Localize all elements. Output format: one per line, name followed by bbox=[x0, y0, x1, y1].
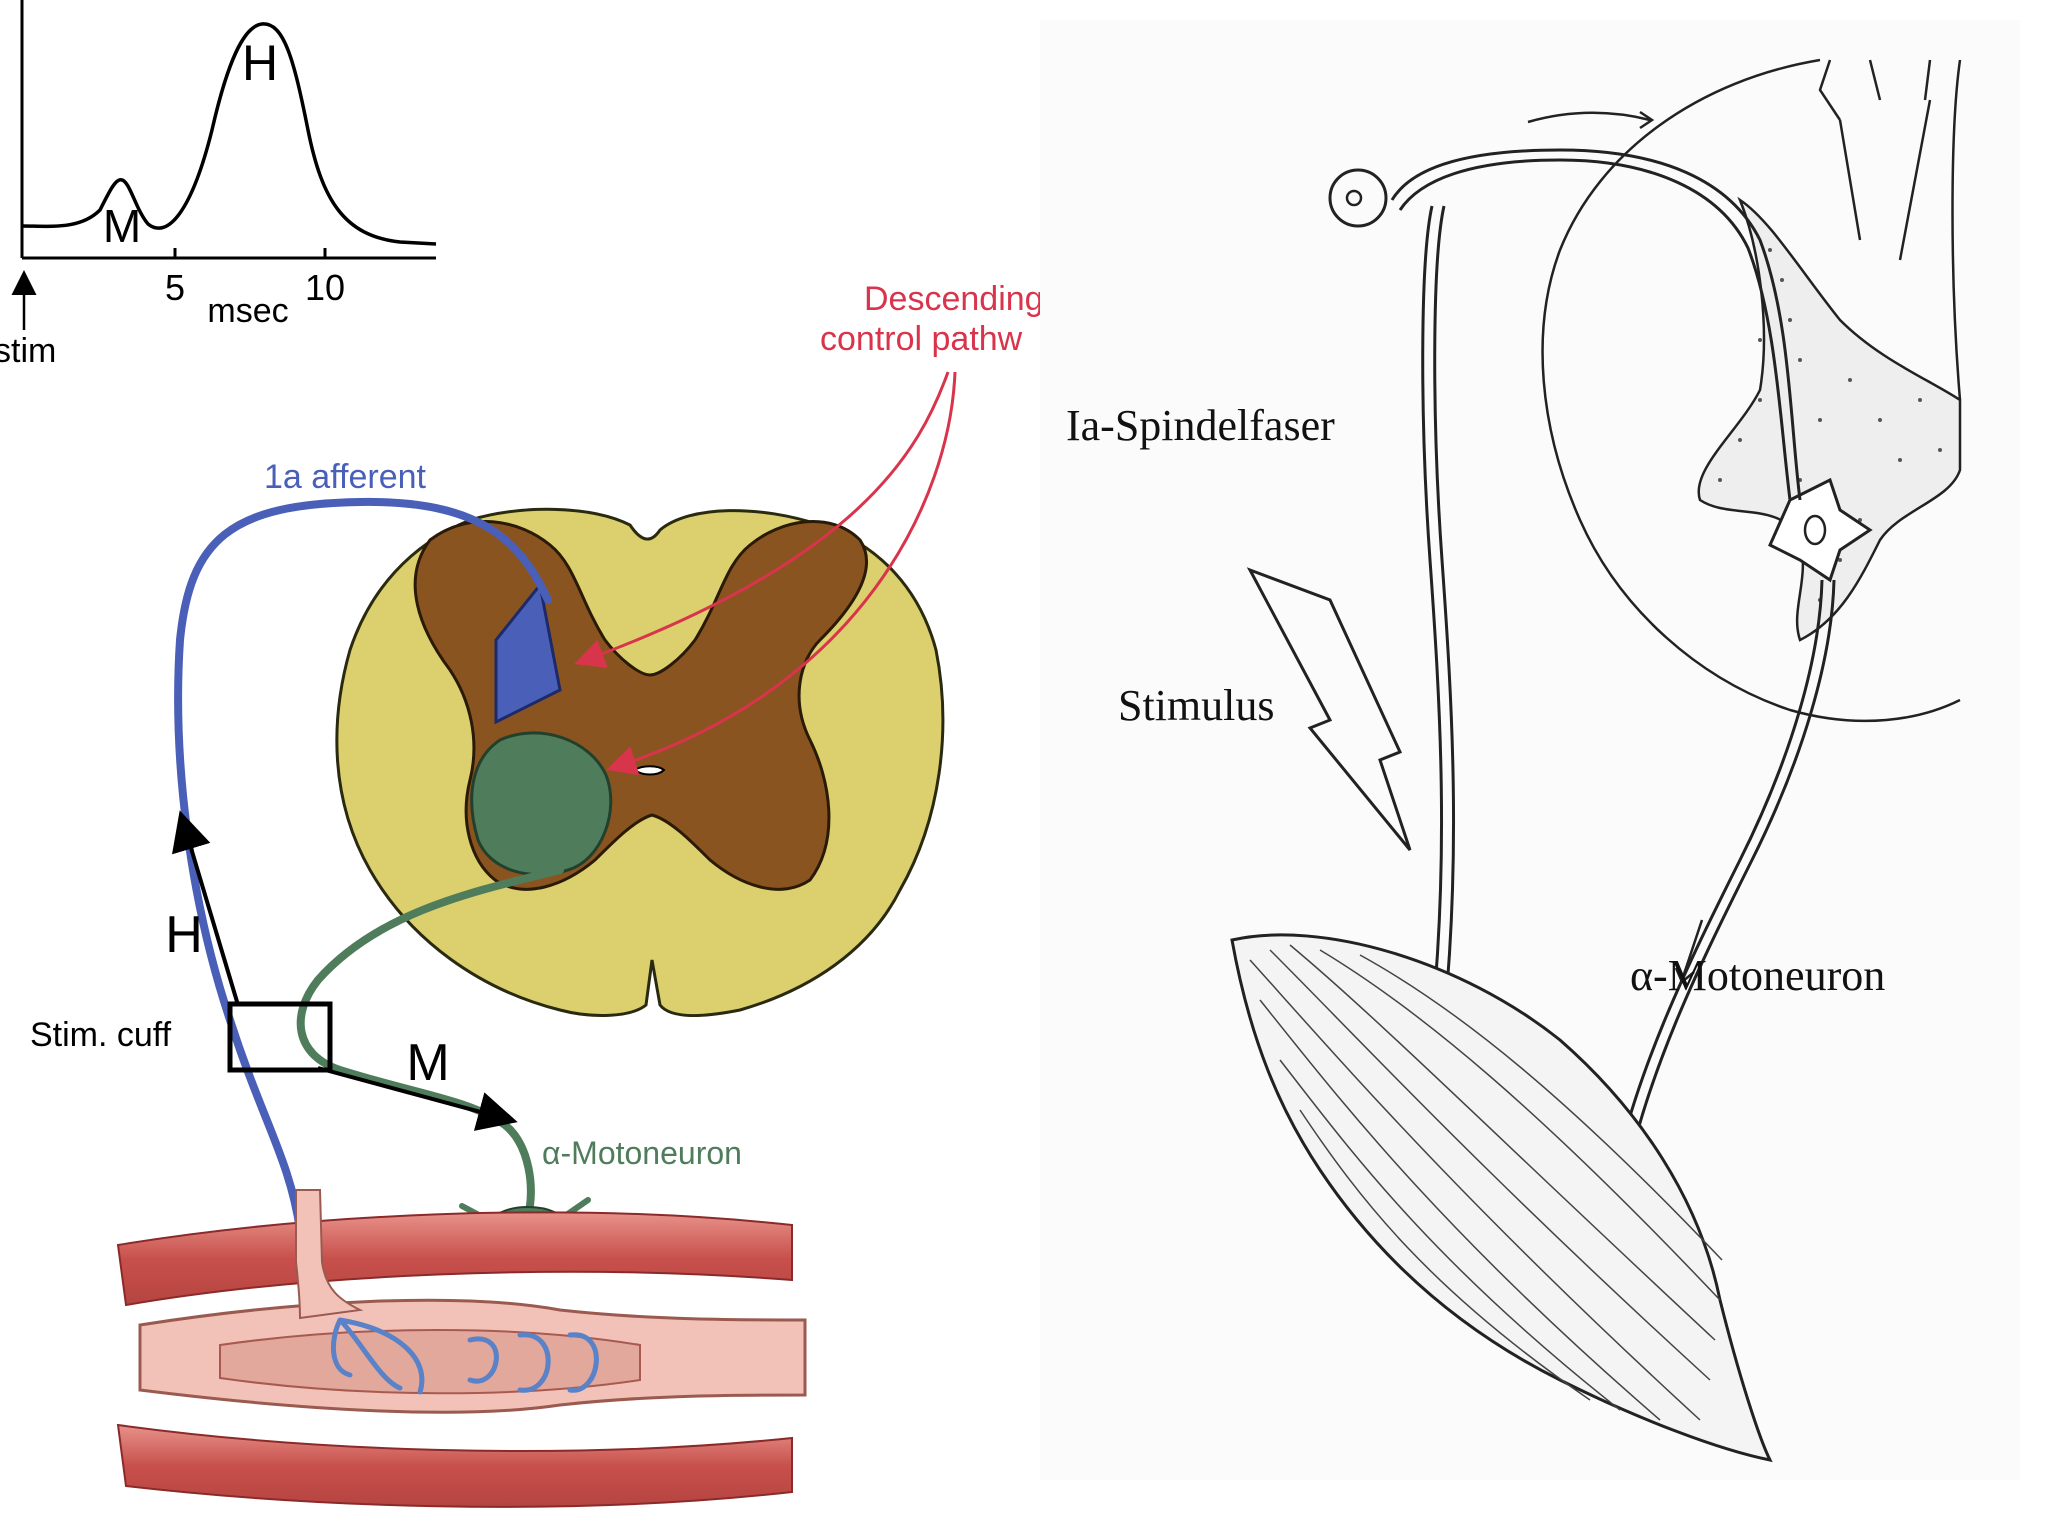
stim-cuff: Stim. cuff bbox=[30, 1001, 333, 1073]
ia-afferent-fiber bbox=[1390, 148, 1802, 501]
right-drawing-labels: Ia-Spindelfaser Stimulus α-Motoneuron bbox=[1066, 401, 1885, 1000]
afferent-label: 1a afferent bbox=[264, 458, 427, 496]
descending-arrow-1 bbox=[574, 371, 950, 668]
stimulus-lightning bbox=[1246, 567, 1412, 851]
motoneuron-label: α-Motoneuron bbox=[542, 1135, 742, 1171]
unit-label: msec bbox=[207, 292, 288, 330]
afferent-path bbox=[174, 497, 552, 1234]
h-direction-arrow bbox=[172, 810, 240, 1006]
descending-arrows bbox=[574, 371, 957, 776]
muscle-with-spindle bbox=[116, 1189, 807, 1508]
motoneuron-direction-arrow bbox=[1674, 919, 1704, 985]
tick-5-label: 5 bbox=[165, 267, 185, 308]
h-path-label: H bbox=[165, 906, 203, 964]
stim-cuff-label: Stim. cuff bbox=[30, 1016, 172, 1054]
m-wave-label: M bbox=[103, 200, 141, 252]
afferent-direction-arrow bbox=[1527, 110, 1655, 130]
spindle-label: Ia-Spindelfaser bbox=[1066, 401, 1335, 450]
descending-pathway-label: Descending control pathw bbox=[820, 280, 1044, 358]
afferent-fiber: 1a afferent bbox=[174, 458, 552, 1234]
grey-horn-outline bbox=[1697, 196, 1962, 642]
stimulus-label: Stimulus bbox=[1118, 681, 1275, 730]
dorsal-root-ganglion bbox=[1328, 168, 1388, 228]
m-path-label: M bbox=[406, 1034, 449, 1092]
motoneuron-nucleus bbox=[1803, 514, 1827, 546]
spindle-capsule-stem bbox=[295, 1189, 364, 1320]
right-line-drawing bbox=[1040, 20, 2020, 1480]
ventral-horn-motoneuron-pool bbox=[470, 731, 613, 877]
annulospiral-ending bbox=[330, 1317, 599, 1395]
ganglion-nucleus bbox=[1345, 189, 1363, 207]
motoneuron-soma bbox=[1768, 477, 1873, 583]
dorsal-root-rootlets bbox=[1818, 59, 1932, 261]
h-wave-label: H bbox=[242, 35, 278, 91]
emg-waveform bbox=[21, 22, 437, 246]
ia-afferent-descending bbox=[1421, 205, 1456, 1041]
spindle-inner-fiber bbox=[219, 1329, 641, 1395]
stim-label: stim bbox=[0, 332, 56, 370]
descending-label-line1: Descending bbox=[864, 280, 1044, 318]
spinal-cord-outline bbox=[1541, 58, 1962, 723]
muscle-fiber-bottom bbox=[116, 1423, 793, 1508]
tick-10-label: 10 bbox=[305, 267, 345, 308]
descending-arrow-2 bbox=[606, 371, 957, 776]
dorsal-horn-1a-terminal bbox=[494, 581, 562, 725]
central-canal bbox=[633, 765, 666, 776]
conduction-arrows: H M bbox=[165, 810, 518, 1131]
muscle-striations bbox=[1249, 944, 1723, 1421]
muscle-fiber-top bbox=[116, 1211, 793, 1307]
descending-label-line2: control pathw bbox=[820, 320, 1023, 358]
muscle-body bbox=[1230, 933, 1773, 1463]
h-reflex-trace: M H 5 10 msec stim bbox=[0, 0, 437, 370]
right-motoneuron-label: α-Motoneuron bbox=[1630, 951, 1885, 1000]
stim-cuff-box bbox=[227, 1001, 333, 1073]
m-direction-arrow bbox=[317, 1066, 518, 1131]
spinal-cord-cross-section bbox=[335, 507, 945, 1017]
